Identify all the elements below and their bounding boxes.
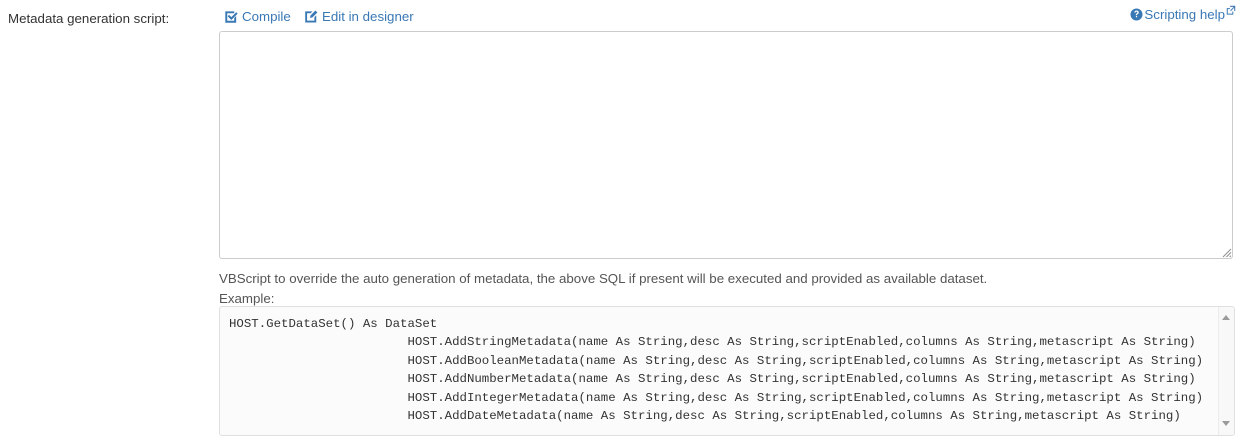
metadata-script-textarea[interactable] (219, 31, 1233, 259)
scripting-help-label: Scripting help (1144, 7, 1225, 22)
code-line: HOST.AddStringMetadata(name As String,de… (229, 335, 1196, 350)
compile-label: Compile (242, 9, 291, 24)
example-code-scrollpane[interactable]: HOST.GetDataSet() As DataSet HOST.AddStr… (220, 307, 1218, 435)
scroll-down-arrow-icon[interactable] (1219, 416, 1234, 432)
script-help-text: VBScript to override the auto generation… (219, 271, 988, 286)
code-line: HOST.AddIntegerMetadata(name As String,d… (229, 390, 1204, 405)
edit-in-designer-button[interactable]: Edit in designer (304, 9, 414, 25)
example-label: Example: (219, 291, 275, 306)
edit-in-designer-label: Edit in designer (322, 9, 414, 24)
external-link-icon (1226, 5, 1236, 15)
control-column: Compile Edit in designer (219, 0, 1236, 28)
pencil-square-icon (304, 10, 318, 24)
example-code-scrollbar[interactable] (1218, 307, 1234, 435)
actions-bar: Compile Edit in designer (219, 0, 1236, 28)
code-line: HOST.GetDataSet() As DataSet (229, 317, 438, 331)
scroll-up-arrow-icon[interactable] (1219, 310, 1234, 326)
question-circle-icon (1130, 8, 1143, 21)
code-line: HOST.AddNumberMetadata(name As String,de… (229, 372, 1196, 387)
code-line: HOST.AddDateMetadata(name As String,desc… (229, 409, 1181, 424)
field-label: Metadata generation script: (8, 11, 170, 26)
code-line: HOST.AddBooleanMetadata(name As String,d… (229, 353, 1204, 368)
compile-button[interactable]: Compile (224, 9, 291, 25)
checkbox-checked-icon (224, 10, 238, 24)
example-code-block: HOST.GetDataSet() As DataSet HOST.AddStr… (219, 306, 1235, 436)
scripting-help-link[interactable]: Scripting help (1130, 5, 1236, 23)
